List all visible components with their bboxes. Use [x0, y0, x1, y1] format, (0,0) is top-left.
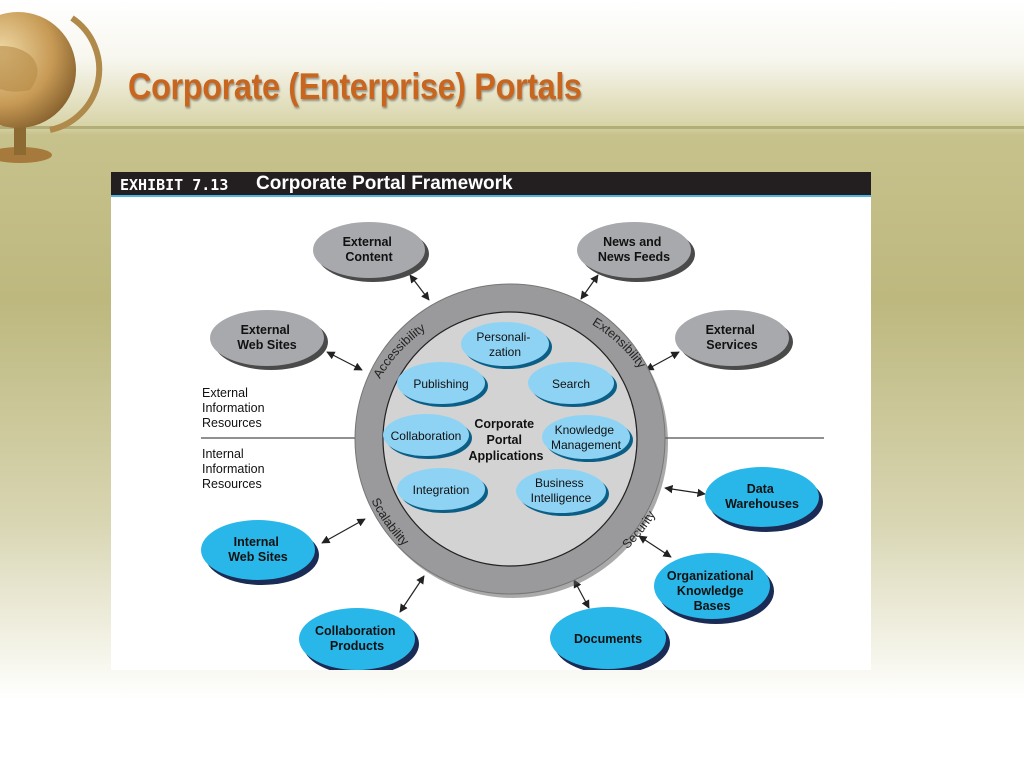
node-external-web-sites: External Web Sites	[210, 310, 328, 370]
exhibit-title: Corporate Portal Framework	[256, 173, 513, 194]
app-search: Search	[528, 362, 617, 407]
app-personalization: Personali- zation	[461, 322, 552, 369]
svg-text:Collaboration: Collaboration	[391, 429, 462, 443]
node-data-warehouses: Data Warehouses	[705, 467, 823, 532]
node-organizational-knowledge-bases: Organizational Knowledge Bases	[654, 553, 774, 624]
svg-text:Knowledge Management: Knowledge Management	[551, 423, 622, 452]
app-integration: Integration	[397, 468, 488, 513]
svg-text:Publishing: Publishing	[413, 377, 468, 391]
globe-icon	[0, 12, 103, 163]
node-internal-web-sites: Internal Web Sites	[201, 520, 319, 585]
exhibit-header-underline	[111, 195, 871, 197]
svg-text:Personali- zation: Personali- zation	[476, 330, 533, 359]
svg-text:Internal Web Sites: Internal Web Sites	[228, 535, 288, 564]
svg-text:External Content: External Content	[343, 235, 396, 264]
portal-framework-diagram: Accessibility Extensibility Scalability …	[201, 222, 824, 670]
svg-text:Business Intelligence: Business Intelligence	[531, 476, 592, 505]
app-business-intelligence: Business Intelligence	[516, 469, 609, 516]
node-external-services: External Services	[675, 310, 793, 370]
exhibit-header-bar: EXHIBIT 7.13 Corporate Portal Framework	[111, 172, 871, 195]
center-label: Corporate Portal Applications	[468, 417, 543, 463]
svg-text:Organizational Knowled: Organizational Knowledge Bases	[667, 569, 757, 613]
external-resources-label: External Information Resources	[202, 386, 265, 430]
node-documents: Documents	[550, 607, 670, 670]
node-news-feeds: News and News Feeds	[577, 222, 695, 282]
app-knowledge-management: Knowledge Management	[542, 415, 633, 462]
app-publishing: Publishing	[397, 362, 488, 407]
node-external-content: External Content	[313, 222, 429, 282]
svg-text:News and News Feeds: News and News Feeds	[598, 235, 670, 264]
svg-text:Documents: Documents	[574, 632, 642, 646]
exhibit-figure: EXHIBIT 7.13 Corporate Portal Framework	[111, 172, 871, 670]
svg-text:Collaboration Products: Collaboration Products	[315, 624, 399, 653]
svg-text:Search: Search	[552, 377, 590, 391]
exhibit-number: EXHIBIT 7.13	[120, 176, 229, 194]
app-collaboration: Collaboration	[383, 414, 472, 459]
svg-text:Integration: Integration	[413, 483, 470, 497]
svg-text:Data Warehouses: Data Warehouses	[725, 482, 799, 511]
svg-text:External Web Sites: External Web Sites	[237, 323, 297, 352]
svg-text:External Services: External Services	[706, 323, 759, 352]
connection-arrows	[321, 274, 706, 613]
title-rule	[0, 126, 1024, 129]
internal-resources-label: Internal Information Resources	[202, 447, 265, 491]
node-collaboration-products: Collaboration Products	[299, 608, 419, 670]
slide-title: Corporate (Enterprise) Portals	[128, 66, 582, 107]
